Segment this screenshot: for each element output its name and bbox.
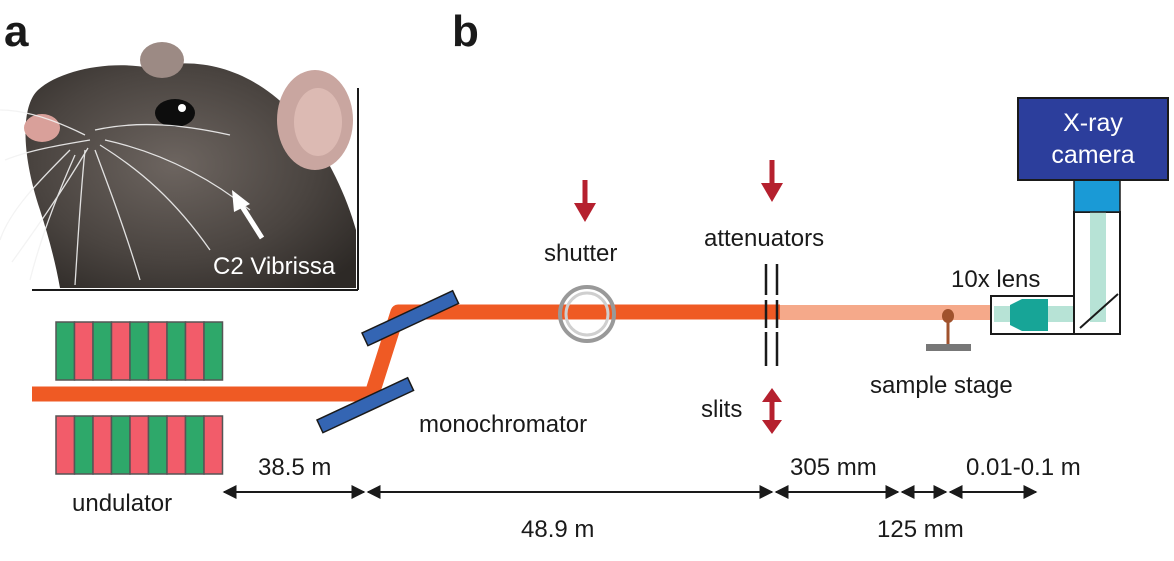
rat-ear-right-inner <box>294 88 342 156</box>
shutter-ring <box>558 285 616 343</box>
rat-eye <box>155 99 195 127</box>
camera-label-line2: camera <box>1051 141 1134 169</box>
beam-undulator-to-mono <box>32 304 780 402</box>
slits-label: slits <box>701 396 742 423</box>
undulator-bottom-magnet <box>184 415 205 475</box>
dim-label-305mm: 305 mm <box>790 454 877 481</box>
rat-nose <box>24 114 60 142</box>
undulator-top-magnet <box>129 321 150 381</box>
undulator-top-magnet <box>147 321 168 381</box>
rat-head <box>25 63 356 288</box>
sample-stage-base <box>926 344 971 351</box>
camera-label-line1: X-ray <box>1063 109 1123 137</box>
shutter-label: shutter <box>544 240 617 267</box>
undulator-top-magnet <box>184 321 205 381</box>
sample-icon <box>942 309 954 323</box>
rat-photo: C2 Vibrissa <box>0 42 359 291</box>
camera-mount <box>1073 179 1121 213</box>
undulator-bottom-magnet <box>110 415 131 475</box>
dim-label-lens: 0.01-0.1 m <box>966 454 1081 481</box>
attenuators-label: attenuators <box>704 225 824 252</box>
shutter-ring-inner <box>564 291 610 337</box>
beam-attenuated <box>780 305 992 320</box>
undulator-bottom-magnet <box>92 415 113 475</box>
rat-eye-highlight <box>178 104 186 112</box>
undulator-top-magnet <box>73 321 94 381</box>
visible-light-vertical <box>1090 212 1106 322</box>
undulator-top-magnet <box>92 321 113 381</box>
undulator-top-magnet <box>110 321 131 381</box>
xray-camera <box>1017 97 1169 181</box>
undulator-top-magnet <box>166 321 187 381</box>
undulator-label: undulator <box>72 490 172 517</box>
panel-label-b: b <box>452 7 479 56</box>
undulator-bottom-magnet <box>203 415 224 475</box>
vibrissa-label: C2 Vibrissa <box>213 253 336 280</box>
panel-label-a: a <box>4 7 29 56</box>
scintillator-mirror <box>1079 293 1119 329</box>
dim-label-48m: 48.9 m <box>521 516 594 543</box>
undulator-bottom-magnet <box>147 415 168 475</box>
dim-label-38m: 38.5 m <box>258 454 331 481</box>
sample-stage-label: sample stage <box>870 372 1013 399</box>
undulator-top-magnet <box>203 321 224 381</box>
undulator-top-magnet <box>55 321 76 381</box>
attenuators-arrow-icon <box>761 160 783 202</box>
lens-label: 10x lens <box>951 266 1040 293</box>
undulator <box>55 321 224 475</box>
shutter-arrow-icon <box>574 180 596 222</box>
rat-ear-back <box>140 42 184 78</box>
undulator-bottom-magnet <box>73 415 94 475</box>
monochromator-crystal-bottom <box>316 376 415 434</box>
undulator-bottom-magnet <box>166 415 187 475</box>
slits-double-arrow-icon <box>762 388 782 434</box>
lens-icon <box>1010 299 1048 331</box>
undulator-bottom-magnet <box>55 415 76 475</box>
monochromator-label: monochromator <box>419 411 587 438</box>
vibrissa-arrowhead <box>232 190 250 212</box>
undulator-bottom-magnet <box>129 415 150 475</box>
dim-label-125mm: 125 mm <box>877 516 964 543</box>
monochromator-crystal-top <box>361 289 460 347</box>
